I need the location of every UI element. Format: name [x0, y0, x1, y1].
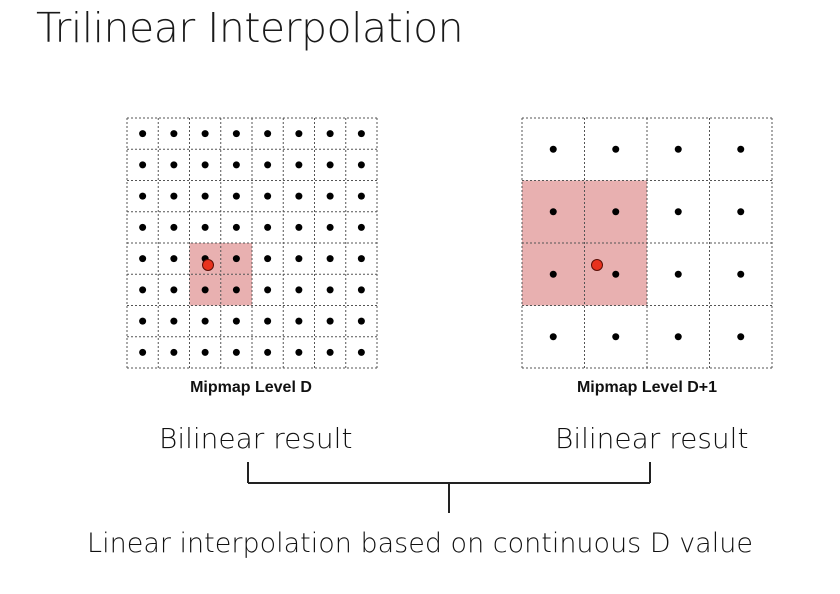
texel-dot — [264, 317, 272, 325]
texel-dot — [232, 317, 240, 325]
texel-dot — [737, 208, 745, 216]
texel-dot — [674, 333, 682, 341]
texel-dot — [612, 145, 620, 153]
linear-interpolation-text: Linear interpolation based on continuous… — [87, 528, 753, 559]
texel-dot — [357, 286, 365, 294]
texel-dot — [170, 130, 178, 138]
texel-dot — [139, 161, 147, 169]
texel-dot — [170, 192, 178, 200]
texel-dot — [201, 161, 209, 169]
combine-bracket — [247, 462, 651, 513]
texel-dot — [357, 161, 365, 169]
sample-point — [591, 259, 603, 271]
mipmap-grid-level-d — [126, 117, 378, 369]
texel-dot — [674, 208, 682, 216]
texel-dot — [232, 130, 240, 138]
texel-dot — [139, 255, 147, 263]
texel-dot — [357, 130, 365, 138]
texel-dot — [201, 192, 209, 200]
texel-dot — [232, 161, 240, 169]
texel-dot — [612, 270, 620, 278]
texel-dot — [295, 161, 303, 169]
texel-dot — [139, 317, 147, 325]
texel-dot — [549, 145, 557, 153]
texel-dot — [170, 317, 178, 325]
texel-dot — [295, 130, 303, 138]
texel-dot — [737, 333, 745, 341]
page-title: Trilinear Interpolation — [36, 4, 464, 52]
texel-dot — [295, 348, 303, 356]
texel-dot — [139, 286, 147, 294]
texel-dot — [326, 192, 334, 200]
texel-dot — [170, 286, 178, 294]
texel-dot — [357, 317, 365, 325]
texel-dot — [737, 270, 745, 278]
texel-dot — [357, 348, 365, 356]
texel-dot — [139, 223, 147, 231]
texel-dot — [201, 223, 209, 231]
texel-dot — [139, 348, 147, 356]
texel-dot — [170, 255, 178, 263]
texel-dot — [326, 317, 334, 325]
texel-dot — [549, 333, 557, 341]
texel-dot — [674, 270, 682, 278]
texel-dot — [295, 192, 303, 200]
texel-dot — [295, 223, 303, 231]
texel-dot — [737, 145, 745, 153]
texel-dot — [326, 161, 334, 169]
texel-dot — [357, 223, 365, 231]
bilinear-result-right: Bilinear result — [555, 422, 749, 455]
texel-dot — [326, 223, 334, 231]
caption-level-d1: Mipmap Level D+1 — [576, 379, 718, 396]
texel-dot — [326, 255, 334, 263]
mipmap-grid-level-d1 — [521, 117, 773, 369]
texel-dot — [170, 161, 178, 169]
texel-dot — [326, 130, 334, 138]
texel-dot — [326, 348, 334, 356]
texel-dot — [201, 130, 209, 138]
texel-dot — [264, 161, 272, 169]
texel-dot — [295, 286, 303, 294]
texel-dot — [232, 255, 240, 263]
texel-dot — [264, 192, 272, 200]
texel-dot — [326, 286, 334, 294]
texel-dot — [674, 145, 682, 153]
texel-dot — [170, 223, 178, 231]
texel-dot — [232, 348, 240, 356]
texel-dot — [264, 255, 272, 263]
texel-dot — [232, 192, 240, 200]
texel-dot — [232, 286, 240, 294]
texel-dot — [612, 333, 620, 341]
texel-dot — [549, 208, 557, 216]
texel-dot — [170, 348, 178, 356]
texel-dot — [612, 208, 620, 216]
texel-dot — [139, 192, 147, 200]
texel-dot — [357, 192, 365, 200]
texel-dot — [295, 255, 303, 263]
texel-dot — [232, 223, 240, 231]
texel-dot — [264, 286, 272, 294]
texel-dot — [549, 270, 557, 278]
bilinear-result-left: Bilinear result — [159, 422, 353, 455]
caption-level-d: Mipmap Level D — [190, 379, 312, 396]
texel-dot — [201, 317, 209, 325]
texel-dot — [264, 348, 272, 356]
texel-dot — [357, 255, 365, 263]
texel-dot — [201, 348, 209, 356]
texel-dot — [295, 317, 303, 325]
texel-dot — [264, 130, 272, 138]
texel-dot — [201, 286, 209, 294]
texel-dot — [139, 130, 147, 138]
texel-dot — [264, 223, 272, 231]
sample-point — [202, 259, 214, 271]
